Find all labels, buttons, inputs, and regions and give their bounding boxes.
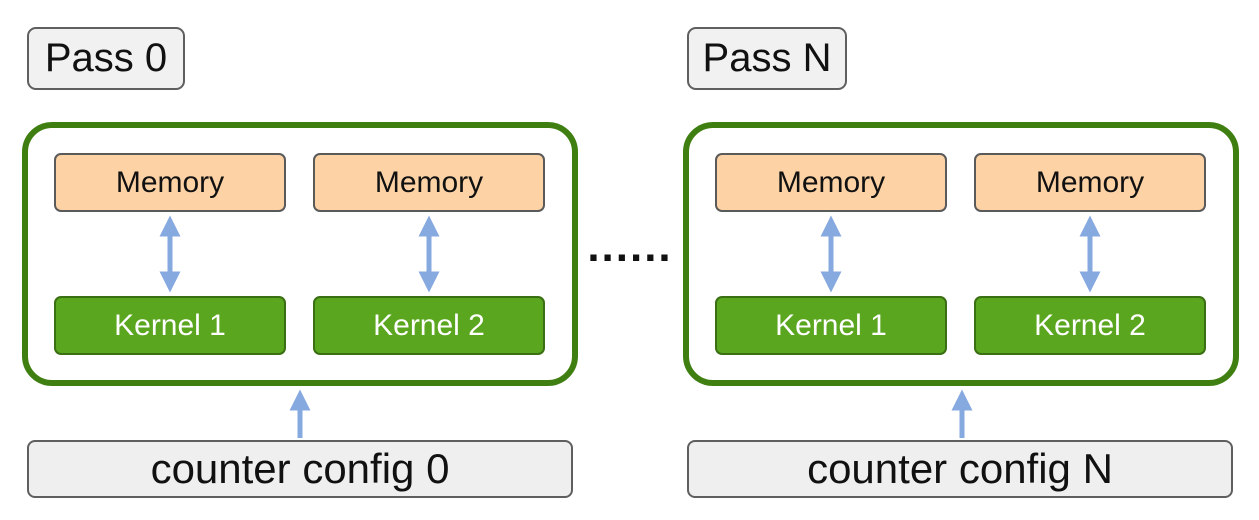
pass-n-memory-2: Memory	[974, 153, 1206, 212]
pass-0-kernel-1: Kernel 1	[54, 296, 286, 355]
pass-n-memory-1: Memory	[715, 153, 947, 212]
pass-0-memory-1: Memory	[54, 153, 286, 212]
pass-0-memory-2: Memory	[313, 153, 545, 212]
pass-n-label: Pass N	[687, 27, 847, 90]
pass-0-kernel-2: Kernel 2	[313, 296, 545, 355]
pass-0-counter-config: counter config 0	[27, 440, 573, 498]
pass-n-counter-config: counter config N	[687, 440, 1233, 498]
pass-n-kernel-2: Kernel 2	[974, 296, 1206, 355]
pass-n-kernel-1: Kernel 1	[715, 296, 947, 355]
pass-0-label: Pass 0	[27, 27, 185, 90]
ellipsis-separator: ......	[587, 222, 673, 271]
